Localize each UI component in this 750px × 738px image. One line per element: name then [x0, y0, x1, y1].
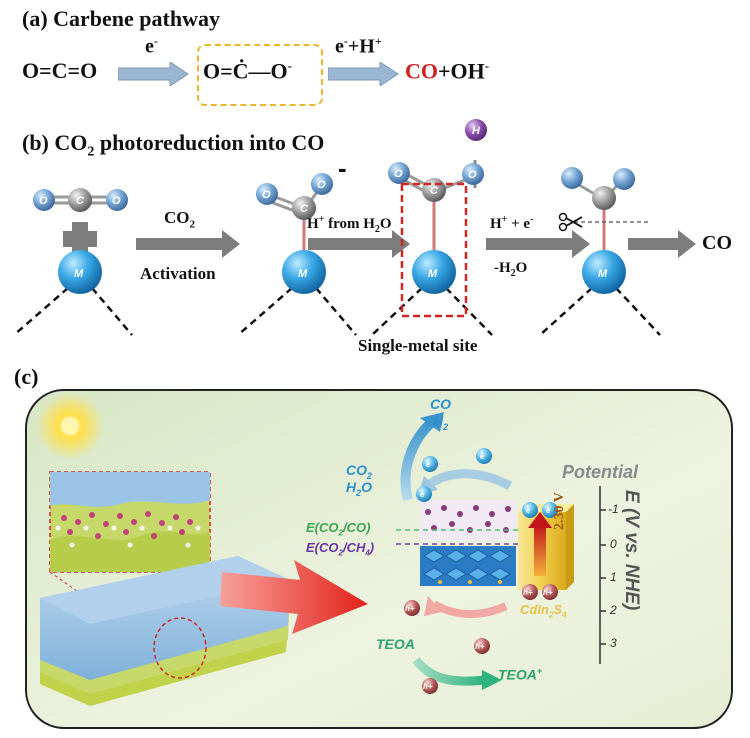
cdin2s4-band-bar	[518, 504, 574, 590]
single-metal-site-label: Single-metal site	[358, 336, 478, 355]
metal-site-2: M	[237, 250, 357, 336]
intermediate-radical: O=Ċ—O-	[203, 58, 292, 84]
tick-label: 3	[610, 636, 617, 650]
step-2-top-label: H+ from H2O	[307, 214, 392, 235]
free-co2-molecule: O C O	[33, 188, 128, 212]
bandgap-label: 2.30 V	[552, 492, 567, 530]
svg-text:h+: h+	[423, 682, 433, 691]
atom-m-3: M	[428, 268, 438, 280]
arrow-1-label: e-	[145, 34, 158, 58]
big-red-arrow	[220, 560, 368, 634]
cdin2s4-label: CdIn2S4	[520, 602, 567, 620]
electron-icon	[416, 448, 558, 518]
co-on-metal	[558, 167, 650, 252]
metal-site-4: M	[539, 250, 661, 336]
step-arrow-2	[308, 230, 410, 258]
scissors-icon	[558, 212, 583, 232]
atom-c-3: C	[430, 185, 439, 197]
atom-o-2: O	[112, 195, 121, 207]
svg-text:e: e	[426, 460, 431, 469]
reactant-co2: O=C=O	[22, 58, 98, 83]
step-1-bottom-label: Activation	[140, 264, 216, 283]
hole-icon	[404, 584, 558, 694]
tick-label: 2	[610, 603, 617, 617]
negative-charge: -	[338, 160, 347, 183]
atom-o-3: O	[262, 189, 271, 201]
svg-text:e: e	[546, 506, 551, 515]
arrow-1	[118, 62, 189, 86]
step-3-bottom-label: -H2O	[494, 260, 528, 279]
svg-text:h+: h+	[405, 604, 415, 613]
heterostructure	[420, 500, 516, 586]
atom-m-4: M	[598, 268, 608, 280]
arrow-2-label: e-+H+	[335, 34, 382, 58]
svg-text:e: e	[420, 490, 425, 499]
panel-c-title: (c)	[14, 364, 39, 389]
step-arrow-3	[486, 230, 590, 258]
step-1-top-label: CO2	[164, 208, 195, 231]
svg-text:h+: h+	[523, 588, 533, 597]
metal-site-1: M	[13, 250, 133, 336]
atom-c-1: C	[76, 195, 85, 207]
e-co2-ch4-label: E(CO2/CH4)	[306, 540, 375, 558]
svg-text:H: H	[472, 125, 481, 137]
zoom-inset	[49, 471, 211, 651]
reactant-co2-label: CO2	[346, 462, 373, 481]
svg-text:e: e	[480, 452, 485, 461]
product-co-label: CO	[430, 396, 451, 412]
metal-site-3: M	[371, 250, 493, 336]
svg-text:e: e	[526, 506, 531, 515]
teoa-label: TEOA	[376, 636, 415, 652]
co2-reduction-arrow	[400, 418, 436, 502]
single-metal-site-box	[400, 182, 468, 318]
e-co2-co-label: E(CO2/CO)	[306, 520, 371, 538]
teoa-oxidation-arrow	[412, 657, 485, 686]
panel-b-title: (b) CO2 photoreduction into CO	[22, 130, 325, 160]
tick-label: 1	[610, 570, 617, 584]
atom-o-5: O	[394, 168, 403, 180]
final-product-co: CO	[702, 232, 732, 254]
tick-label: -1	[608, 502, 619, 516]
atom-c-2: C	[300, 203, 309, 215]
potential-axis	[599, 486, 606, 664]
atom-o-6: O	[468, 169, 477, 181]
atom-o-4: O	[317, 179, 326, 191]
panel-a-title: (a) Carbene pathway	[22, 6, 220, 31]
svg-text:h+: h+	[475, 642, 485, 651]
panel-b-scheme: O C O M O O C - M	[13, 160, 696, 336]
product-h2-label: H2	[433, 413, 449, 432]
plus-sign	[63, 222, 97, 256]
hydrogen-atom: H	[465, 119, 487, 141]
products: CO+OH-	[405, 58, 490, 84]
electron-transfer-arrow	[427, 469, 513, 491]
step-arrow-1	[136, 230, 240, 258]
atom-m-2: M	[298, 268, 308, 280]
activated-co2-on-metal: O O C -	[256, 160, 347, 250]
reactant-h2o-label: H2O	[346, 479, 373, 498]
atom-o-1: O	[39, 195, 48, 207]
hole-transfer-arrow	[431, 600, 508, 619]
atom-m-1: M	[74, 268, 84, 280]
arrow-2	[328, 62, 399, 86]
potential-title: Potential	[562, 462, 639, 482]
intermediate-box	[197, 44, 323, 106]
step-3-top-label: H+ + e-	[490, 214, 534, 232]
step-arrow-4	[628, 230, 696, 258]
tick-label: 0	[610, 537, 617, 551]
svg-text:h+: h+	[543, 588, 553, 597]
y-axis-label: E (V vs. NHE)	[621, 490, 642, 611]
teoa-plus-label: TEOA+	[498, 666, 543, 683]
